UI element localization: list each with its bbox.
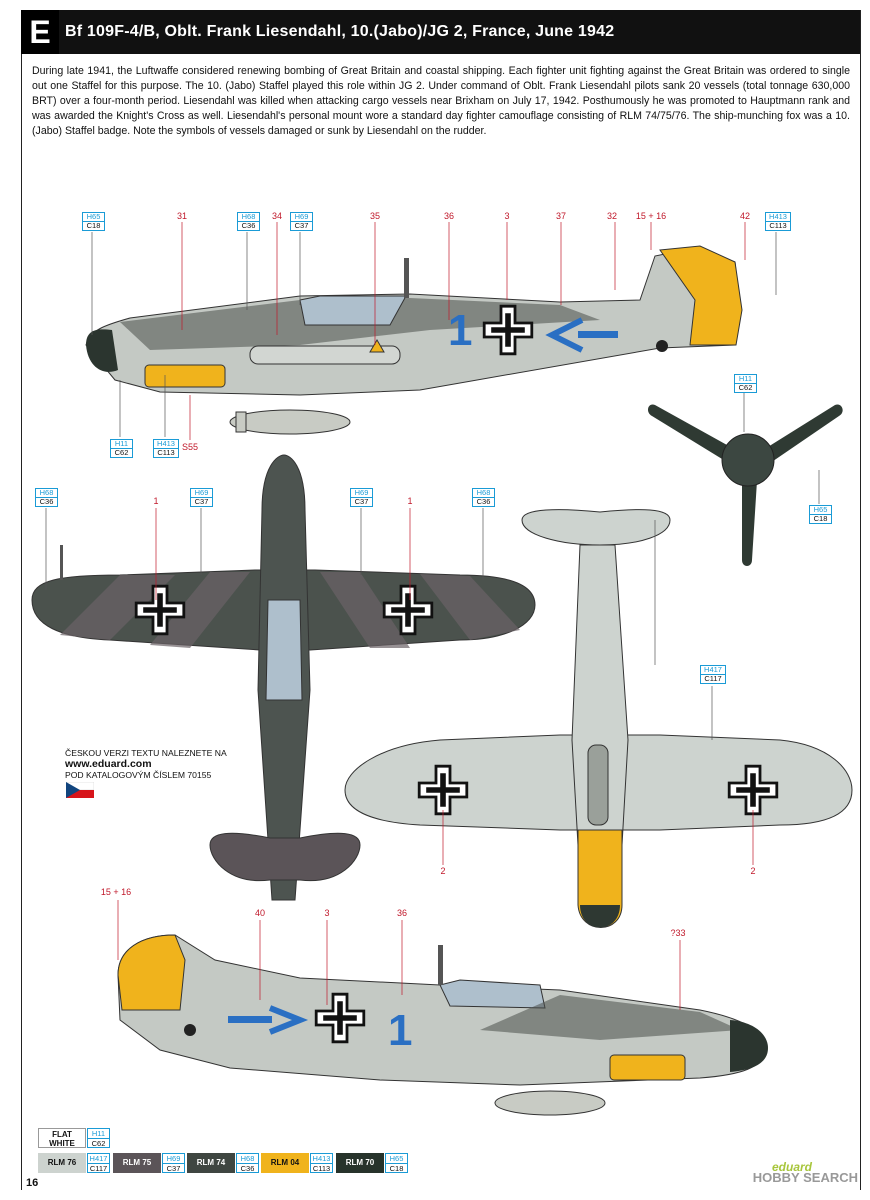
czech-note-line1: ČESKOU VERZI TEXTU NALEZNETE NA <box>65 748 227 758</box>
stencil-number: 15 + 16 <box>635 211 667 221</box>
stencil-number: 37 <box>555 211 567 221</box>
stencil-number: 34 <box>271 211 283 221</box>
plan-top-view <box>31 454 536 901</box>
stencil-number: 15 + 16 <box>100 887 132 897</box>
side-unit-number-left: 1 <box>448 306 472 355</box>
number-leaders <box>117 222 754 1010</box>
czech-note-line2: POD KATALOGOVÝM ČÍSLEM 70155 <box>65 770 212 780</box>
side-unit-number-right: 1 <box>388 1006 412 1055</box>
stencil-number: 3 <box>324 908 330 918</box>
stencil-number: 2 <box>440 866 446 876</box>
side-profile-left: 1 <box>85 245 743 435</box>
page-frame <box>21 10 861 1190</box>
profile-header: E Bf 109F-4/B, Oblt. Frank Liesendahl, 1… <box>21 10 860 54</box>
profile-letter: E <box>21 10 59 54</box>
eduard-website-link[interactable]: www.eduard.com <box>65 758 152 770</box>
stencil-number: 40 <box>254 908 266 918</box>
stencil-number: 36 <box>396 908 408 918</box>
hobby-search-watermark: HOBBY SEARCH <box>752 1170 858 1185</box>
propeller-front <box>648 404 843 566</box>
stencil-number: 35 <box>369 211 381 221</box>
stencil-number: 3 <box>504 211 510 221</box>
stencil-number: 42 <box>739 211 751 221</box>
stencil-number: S55 <box>181 442 199 452</box>
czech-flag-icon <box>66 782 94 798</box>
callout-leaders <box>45 232 820 740</box>
stencil-number: ?33 <box>670 928 686 938</box>
side-profile-right: 1 <box>117 934 768 1116</box>
page-number: 16 <box>26 1177 39 1189</box>
stencil-number: 2 <box>750 866 756 876</box>
czech-version-note: ČESKOU VERZI TEXTU NALEZNETE NA www.edua… <box>65 748 227 781</box>
profile-title: Bf 109F-4/B, Oblt. Frank Liesendahl, 10.… <box>65 23 615 40</box>
stencil-number: 36 <box>443 211 455 221</box>
description-text: During late 1941, the Luftwaffe consider… <box>32 65 850 137</box>
stencil-number: 31 <box>176 211 188 221</box>
eduard-logo: eduard <box>771 1160 812 1174</box>
stencil-number: 32 <box>606 211 618 221</box>
stencil-number: 1 <box>407 496 413 506</box>
stencil-number: 1 <box>153 496 159 506</box>
plan-bottom-view <box>344 509 853 928</box>
